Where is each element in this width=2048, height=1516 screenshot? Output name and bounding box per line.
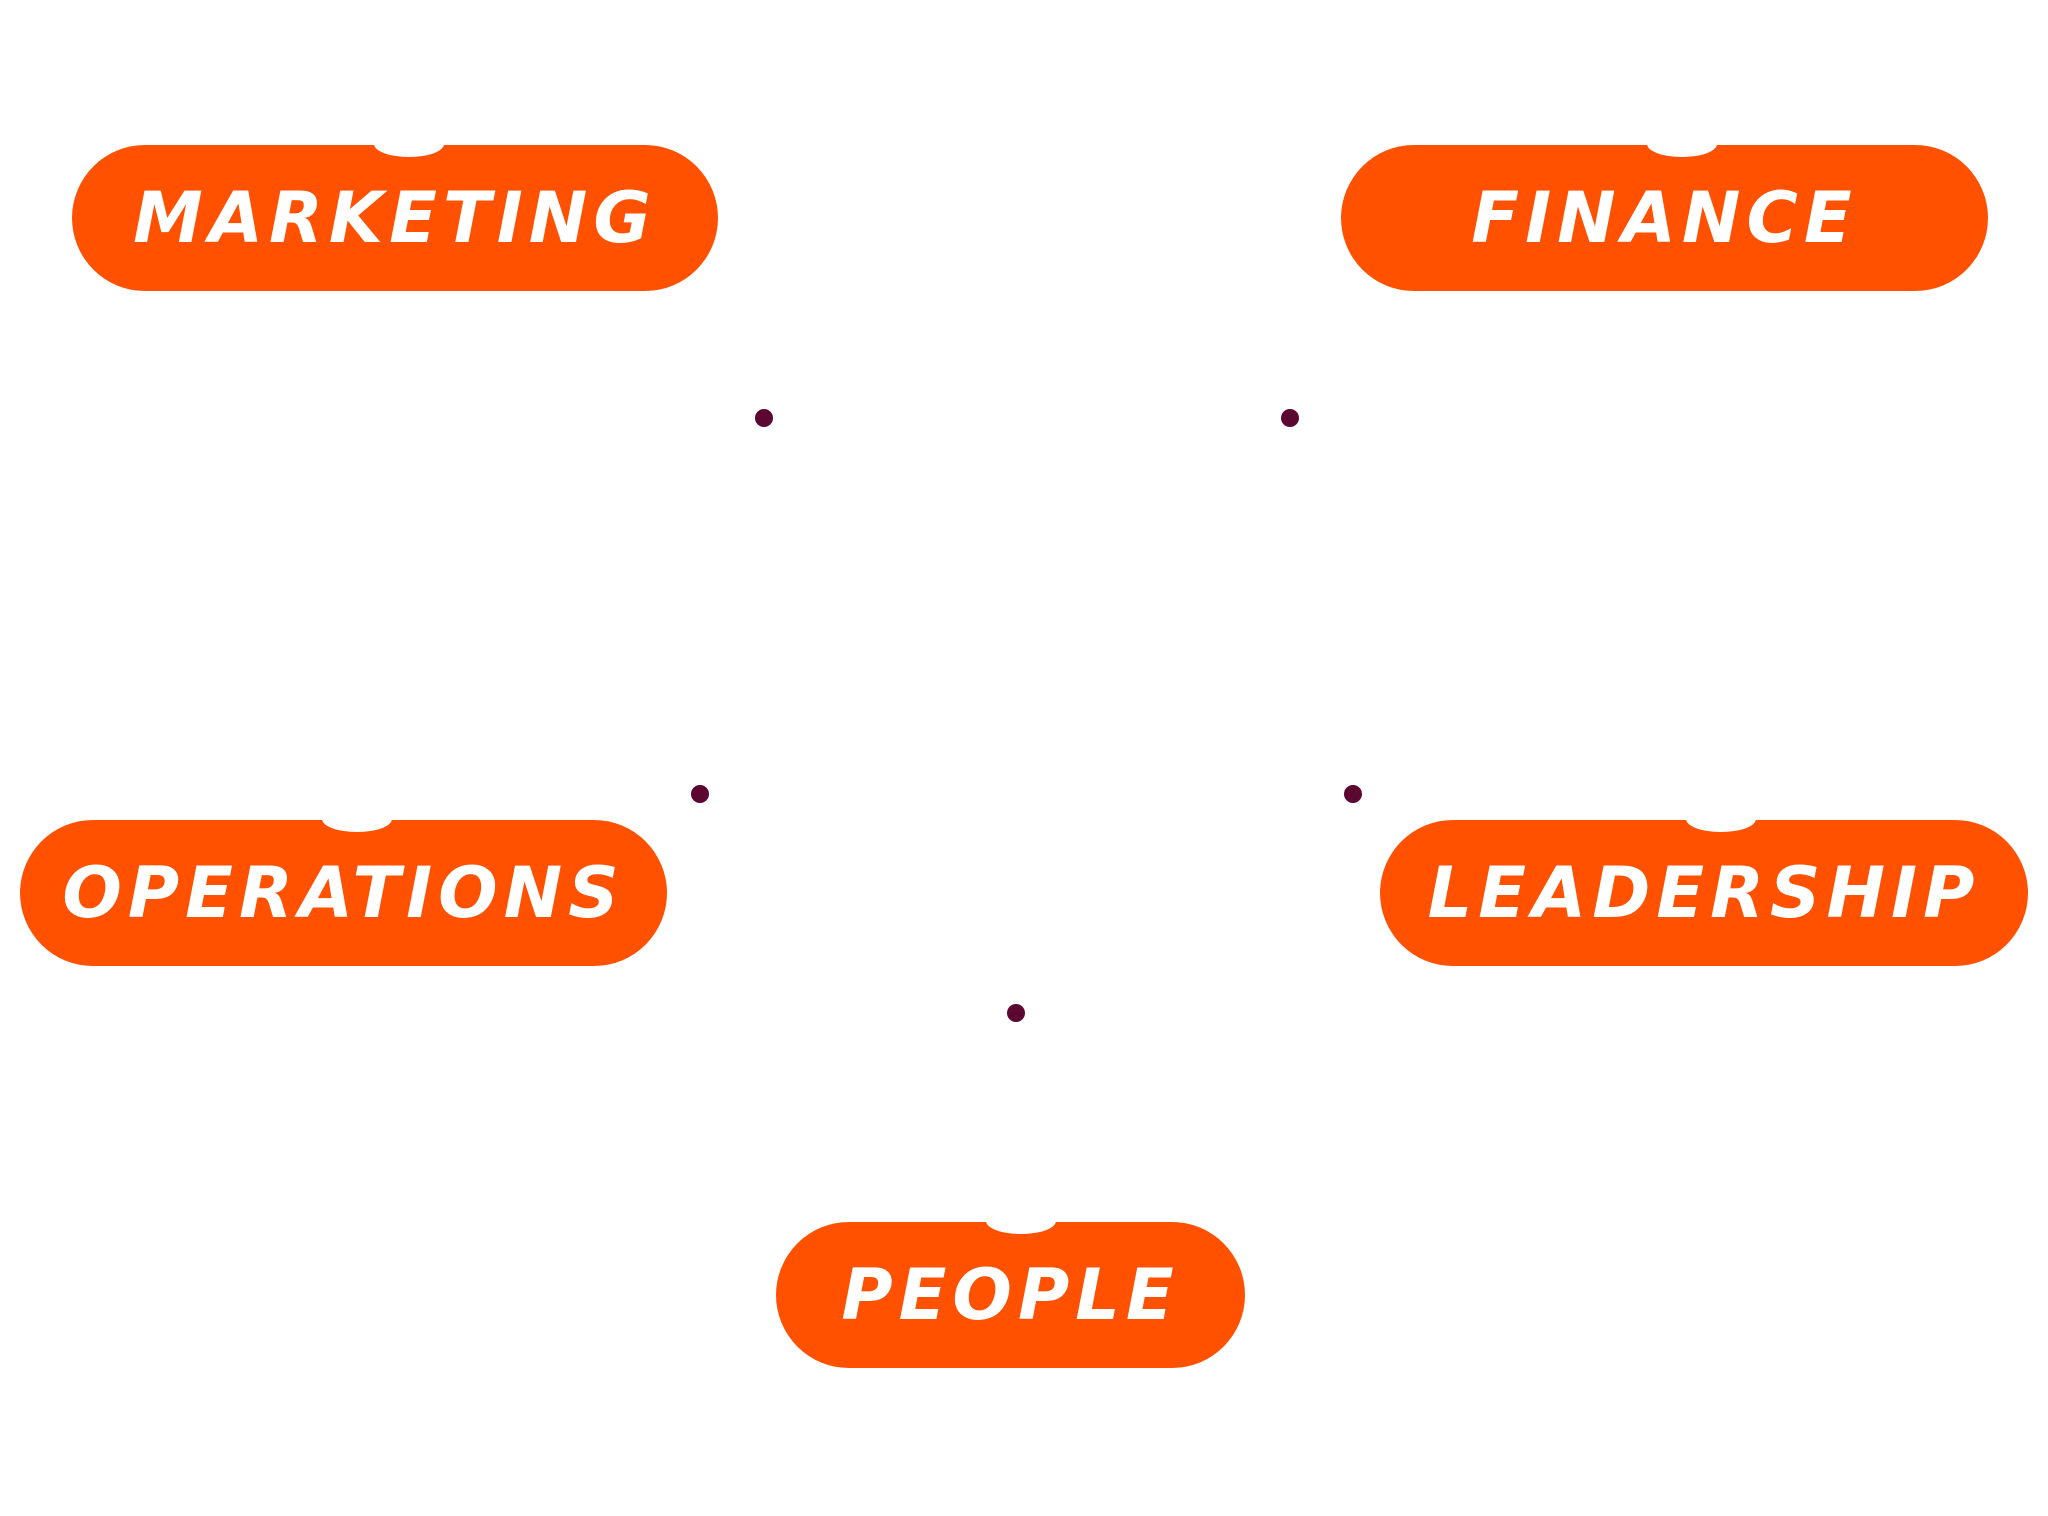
node-label: MARKETING [133,177,657,259]
node-label: FINANCE [1471,177,1858,259]
node-label: OPERATIONS [62,852,625,934]
node-people: PEOPLE [776,1222,1245,1368]
connector-dot [1344,785,1362,803]
node-marketing: MARKETING [72,145,718,291]
connector-dot [755,409,773,427]
connector-dot [691,785,709,803]
connector-dot [1281,409,1299,427]
node-label: LEADERSHIP [1427,852,1981,934]
node-label: PEOPLE [841,1254,1180,1336]
node-operations: OPERATIONS [20,820,667,966]
connector-dot [1007,1004,1025,1022]
node-finance: FINANCE [1341,145,1988,291]
node-leadership: LEADERSHIP [1380,820,2028,966]
